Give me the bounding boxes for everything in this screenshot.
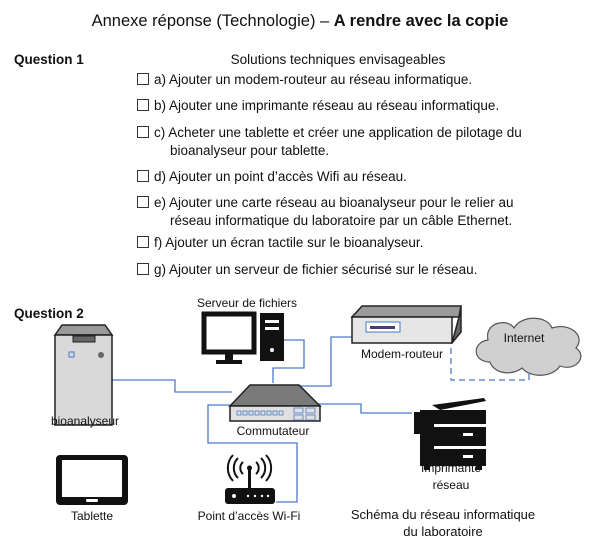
bioanalyser-label: bioanalyseur	[51, 414, 119, 428]
option-b: b) Ajouter une imprimante réseau au rése…	[137, 97, 499, 115]
option-a: a) Ajouter un modem-routeur au réseau in…	[137, 71, 472, 89]
network-printer-icon	[414, 398, 486, 470]
checkbox-d[interactable]	[137, 170, 149, 182]
option-g: g) Ajouter un serveur de fichier sécuris…	[137, 261, 477, 279]
checkbox-b[interactable]	[137, 99, 149, 111]
cable-modem	[300, 336, 352, 387]
printer-label-line1: Imprimante	[421, 461, 481, 475]
modem-label: Modem-routeur	[361, 347, 443, 361]
bioanalyser-icon	[53, 324, 114, 426]
checkbox-a[interactable]	[137, 73, 149, 85]
page-title: Annexe réponse (Technologie) – A rendre …	[0, 12, 600, 31]
option-c: c) Acheter une tablette et créer une app…	[137, 124, 522, 160]
solutions-heading: Solutions techniques envisageables	[230, 52, 446, 67]
tablet-label: Tablette	[71, 509, 113, 523]
cable-wifi	[207, 404, 298, 503]
cable-bioanalyser	[112, 379, 232, 393]
file-server-icon	[201, 311, 284, 364]
checkbox-f[interactable]	[137, 236, 149, 248]
cable-internet	[450, 338, 530, 381]
internet-label: Internet	[504, 331, 545, 345]
modem-router-icon	[350, 305, 462, 344]
checkbox-g[interactable]	[137, 263, 149, 275]
option-e: e) Ajouter une carte réseau au bioanalys…	[137, 194, 513, 230]
question1-label: Question 1	[14, 52, 84, 67]
option-text: d) Ajouter un point d’accès Wifi au rése…	[154, 169, 407, 184]
internet-cloud-icon	[475, 317, 582, 376]
option-text: b) Ajouter une imprimante réseau au rése…	[154, 98, 500, 113]
option-text: f) Ajouter un écran tactile sur le bioan…	[154, 235, 424, 250]
option-text: e) Ajouter une carte réseau au bioanalys…	[154, 195, 514, 210]
option-text-cont: réseau informatique du laboratoire par u…	[170, 213, 513, 228]
cables	[112, 336, 530, 503]
option-text: a) Ajouter un modem-routeur au réseau in…	[154, 72, 473, 87]
server-label: Serveur de fichiers	[197, 296, 297, 310]
wifi-label: Point d’accès Wi-Fi	[198, 509, 301, 523]
cable-server	[272, 339, 305, 383]
option-text-cont: bioanalyseur pour tablette.	[170, 143, 330, 158]
wifi-access-point-icon	[225, 454, 275, 504]
option-text: g) Ajouter un serveur de fichier sécuris…	[154, 262, 478, 277]
checkbox-e[interactable]	[137, 196, 149, 208]
switch-icon	[228, 384, 322, 422]
title-emphasis: A rendre avec la copie	[333, 12, 509, 30]
tablet-icon	[56, 455, 128, 505]
printer-label-line2: réseau	[433, 478, 470, 492]
checkbox-c[interactable]	[137, 126, 149, 138]
option-f: f) Ajouter un écran tactile sur le bioan…	[137, 234, 423, 252]
question2-label: Question 2	[14, 306, 84, 321]
switch-label: Commutateur	[237, 424, 310, 438]
option-text: c) Acheter une tablette et créer une app…	[154, 125, 522, 140]
diagram-caption-line2: du laboratoire	[403, 524, 483, 539]
option-d: d) Ajouter un point d’accès Wifi au rése…	[137, 168, 407, 186]
title-text: Annexe réponse (Technologie) –	[91, 12, 334, 30]
diagram-caption-line1: Schéma du réseau informatique	[351, 507, 535, 522]
cable-printer	[318, 403, 412, 414]
